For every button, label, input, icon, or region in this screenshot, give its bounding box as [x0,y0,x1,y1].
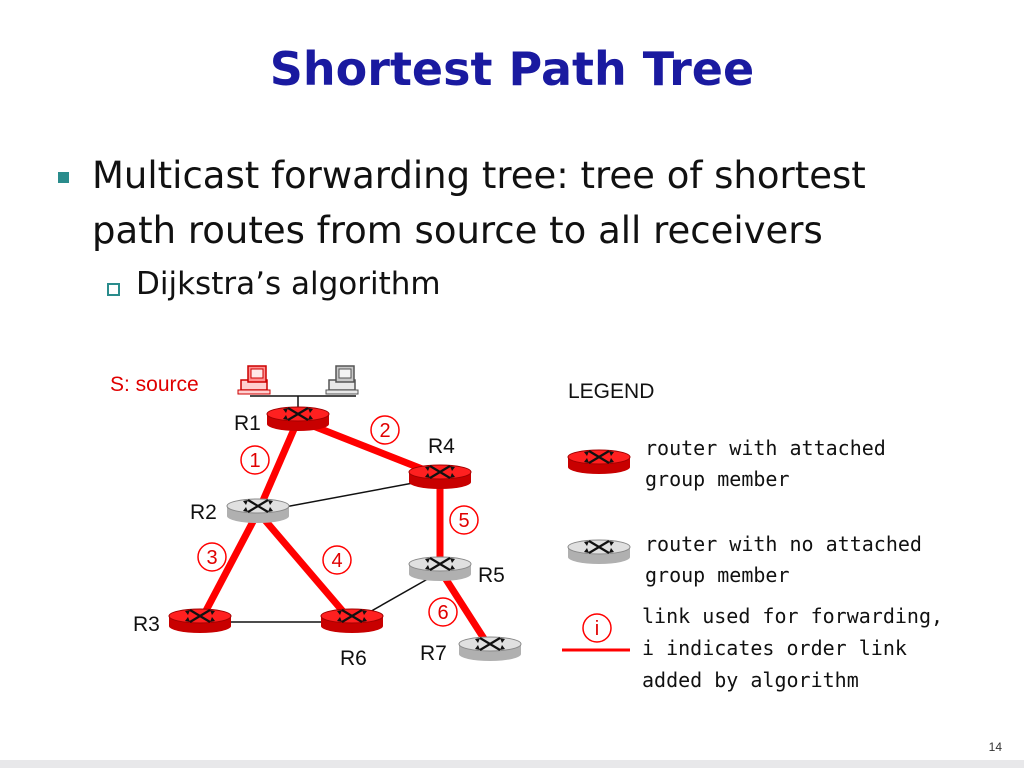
svg-text:5: 5 [458,510,469,532]
legend-link-sample: i [562,613,630,652]
forwarding-link-r1-r4 [296,416,442,480]
svg-text:2: 2 [379,420,390,442]
receiver-computer-icon [325,365,359,395]
main-bullet: Multicast forwarding tree: tree of short… [92,148,972,258]
order-marker-3: 3 [197,542,227,572]
legend-title: LEGEND [568,380,654,403]
router-r2-label: R2 [190,501,217,524]
legend-plain-line1: router with no attached [645,532,922,556]
svg-text:3: 3 [206,547,217,569]
router-r5-label: R5 [478,564,505,587]
forwarding-link-r5-r7 [437,568,493,650]
legend-member-line1: router with attached [645,436,886,460]
router-r3-icon [168,608,232,633]
router-r1-label: R1 [234,412,261,435]
legend-link-line1: link used for forwarding, [642,604,943,628]
svg-text:1: 1 [249,450,260,472]
forwarding-link-r1-r2 [254,418,302,514]
main-bullet-line1: Multicast forwarding tree: tree of short… [92,154,866,197]
footer-bar [0,760,1024,768]
order-marker-1: 1 [240,445,270,475]
forwarding-link-r2-r3 [196,510,262,624]
main-bullet-line2: path routes from source to all receivers [92,209,823,252]
legend-plain-line2: group member [645,563,790,587]
source-computer-icon [237,365,271,395]
svg-text:i: i [595,618,599,640]
router-r4-label: R4 [428,435,455,458]
order-marker-5: 5 [449,505,479,535]
router-r1-icon [266,406,330,431]
router-r3-label: R3 [133,613,160,636]
svg-text:6: 6 [437,602,448,624]
legend-link-line2: i indicates order link [642,636,907,660]
router-r7-icon [458,636,522,661]
router-r5-icon [408,556,472,581]
sub-bullet-marker [107,283,120,296]
router-r6-label: R6 [340,647,367,670]
sub-bullet: Dijkstra’s algorithm [136,266,441,302]
page-number: 14 [988,740,1002,754]
slide-title: Shortest Path Tree [269,42,755,96]
forwarding-link-r2-r6 [255,509,355,625]
router-r4-icon [408,464,472,489]
bullet-marker [58,172,69,183]
order-marker-4: 4 [322,545,352,575]
router-r6-icon [320,608,384,633]
legend-member-line2: group member [645,467,790,491]
order-marker-6: 6 [428,597,458,627]
legend-member-router-icon [567,449,631,474]
order-marker-2: 2 [370,415,400,445]
router-r7-label: R7 [420,642,447,665]
legend-plain-router-icon [567,539,631,564]
router-r2-icon [226,498,290,523]
svg-text:4: 4 [331,550,342,572]
source-label: S: source [110,373,199,396]
legend-link-line3: added by algorithm [642,668,859,692]
